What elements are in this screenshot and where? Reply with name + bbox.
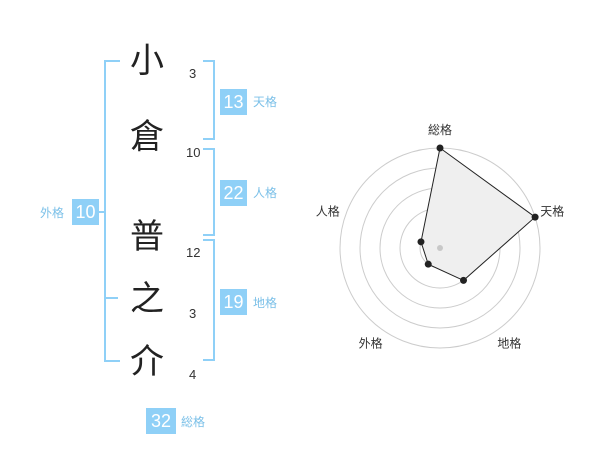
- gaikaku-bracket-mid: [104, 297, 118, 299]
- radar-point: [424, 260, 432, 268]
- tenkaku-badge: 13: [220, 89, 247, 115]
- radar-axis-label: 外格: [359, 335, 383, 350]
- stroke-count-3: 12: [186, 245, 201, 260]
- radar-axis-label: 人格: [316, 204, 340, 219]
- chikaku-bracket: [203, 239, 215, 361]
- radar-axis-label: 地格: [497, 335, 521, 350]
- gaikaku-bracket: [104, 60, 120, 362]
- radar-point: [460, 276, 468, 284]
- jinkaku-bracket: [203, 148, 215, 236]
- stroke-count-2: 10: [186, 145, 201, 160]
- soukaku-badge: 32: [146, 408, 176, 434]
- jinkaku-label: 人格: [253, 186, 278, 200]
- chikaku-badge: 19: [220, 289, 247, 315]
- radar-axis-label: 天格: [540, 204, 564, 219]
- gaikaku-label: 外格: [40, 206, 65, 220]
- name-char-3: 普: [130, 217, 164, 257]
- stroke-count-4: 3: [189, 306, 197, 321]
- gaikaku-badge: 10: [72, 199, 99, 225]
- stroke-count-1: 3: [189, 66, 197, 81]
- name-char-5: 介: [130, 342, 164, 382]
- radar-points: [417, 144, 539, 284]
- name-char-1: 小: [130, 41, 164, 81]
- radar-polygon: [420, 147, 536, 281]
- radar-point: [417, 238, 425, 246]
- name-char-2: 倉: [130, 117, 164, 157]
- chikaku-label: 地格: [253, 296, 278, 310]
- radar-center-dot: [437, 245, 443, 251]
- gaikaku-connector: [97, 211, 106, 213]
- tenkaku-bracket: [203, 60, 215, 140]
- soukaku-label: 総格: [181, 415, 206, 429]
- radar-axis-label: 総格: [428, 122, 452, 137]
- radar-point: [531, 213, 539, 221]
- tenkaku-label: 天格: [253, 95, 278, 109]
- radar-point: [436, 144, 444, 152]
- jinkaku-badge: 22: [220, 180, 247, 206]
- name-char-4: 之: [130, 279, 164, 319]
- stroke-count-5: 4: [189, 367, 197, 382]
